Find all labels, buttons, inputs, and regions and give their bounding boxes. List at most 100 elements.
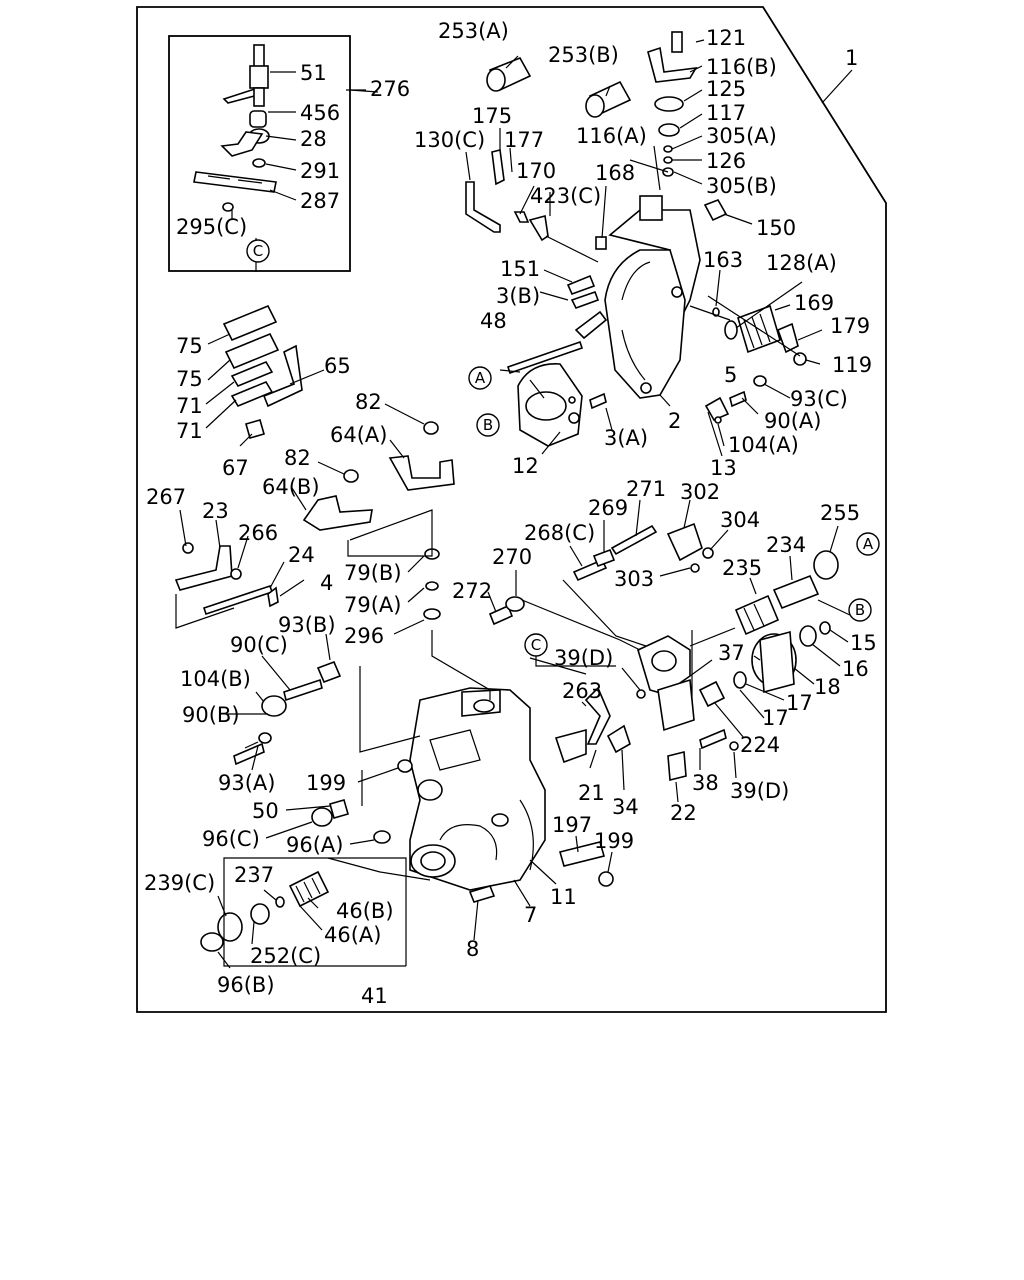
inset-box-276 — [168, 35, 351, 272]
label-305b: 305(B) — [706, 174, 777, 198]
callout-circles: C A B A B C — [246, 239, 880, 657]
label-75b: 75 — [176, 367, 203, 391]
label-75a: 75 — [176, 334, 203, 358]
label-16: 16 — [842, 657, 869, 681]
label-2: 2 — [668, 409, 681, 433]
label-423c: 423(C) — [530, 184, 601, 208]
label-266: 266 — [238, 521, 278, 545]
label-22: 22 — [670, 801, 697, 825]
label-23: 23 — [202, 499, 229, 523]
label-82a: 82 — [355, 390, 382, 414]
label-291: 291 — [300, 159, 340, 183]
callout-a-left: A — [475, 369, 486, 387]
label-67: 67 — [222, 456, 249, 480]
label-252c: 252(C) — [250, 944, 321, 968]
top-parts — [486, 31, 728, 222]
label-199a: 199 — [306, 771, 346, 795]
label-235: 235 — [722, 556, 762, 580]
label-304: 304 — [720, 508, 760, 532]
label-90b: 90(B) — [182, 703, 240, 727]
bracket-130c — [465, 149, 607, 250]
label-90a: 90(A) — [764, 409, 821, 433]
label-15: 15 — [850, 631, 877, 655]
label-305a: 305(A) — [706, 124, 777, 148]
label-253a: 253(A) — [438, 19, 509, 43]
label-39d-lower: 39(D) — [730, 779, 789, 803]
label-48: 48 — [480, 309, 507, 333]
label-151: 151 — [500, 257, 540, 281]
label-18: 18 — [814, 675, 841, 699]
bracket-41 — [223, 857, 407, 967]
label-128a: 128(A) — [766, 251, 837, 275]
label-116b: 116(B) — [706, 55, 777, 79]
governor-housing — [604, 195, 701, 399]
label-163: 163 — [703, 248, 743, 272]
label-28: 28 — [300, 127, 327, 151]
label-104b: 104(B) — [180, 667, 251, 691]
label-234: 234 — [766, 533, 806, 557]
label-82b: 82 — [284, 446, 311, 470]
label-268c: 268(C) — [524, 521, 595, 545]
callout-b-left: B — [483, 416, 493, 434]
connector-lines — [175, 39, 853, 969]
label-255: 255 — [820, 501, 860, 525]
label-179: 179 — [830, 314, 870, 338]
pump-housing — [409, 687, 546, 903]
label-34: 34 — [612, 795, 639, 819]
label-17a: 17 — [762, 706, 789, 730]
label-21: 21 — [578, 781, 605, 805]
label-263: 263 — [562, 679, 602, 703]
label-104a: 104(A) — [728, 433, 799, 457]
label-272: 272 — [452, 579, 492, 603]
label-13: 13 — [710, 456, 737, 480]
label-71a: 71 — [176, 394, 203, 418]
label-121: 121 — [706, 26, 746, 50]
label-117: 117 — [706, 101, 746, 125]
label-270: 270 — [492, 545, 532, 569]
part-labels: 1 253(A) 253(B) 121 116(B) 125 117 116(A… — [144, 19, 877, 1008]
label-287: 287 — [300, 189, 340, 213]
label-46b: 46(B) — [336, 899, 394, 923]
label-46a: 46(A) — [324, 923, 381, 947]
label-12: 12 — [512, 454, 539, 478]
label-24: 24 — [288, 543, 315, 567]
label-296: 296 — [344, 624, 384, 648]
label-269: 269 — [588, 496, 628, 520]
label-96a: 96(A) — [286, 833, 343, 857]
label-93b: 93(B) — [278, 613, 336, 637]
label-79a: 79(A) — [344, 593, 401, 617]
label-71b: 71 — [176, 419, 203, 443]
label-93a: 93(A) — [218, 771, 275, 795]
label-126: 126 — [706, 149, 746, 173]
label-237: 237 — [234, 863, 274, 887]
label-116a: 116(A) — [576, 124, 647, 148]
label-295c: 295(C) — [176, 215, 247, 239]
label-224: 224 — [740, 733, 780, 757]
shaft-48 — [506, 274, 608, 410]
label-41: 41 — [361, 984, 388, 1008]
left-parts — [174, 304, 455, 766]
label-11: 11 — [550, 885, 577, 909]
governor-lever-assembly — [488, 522, 839, 887]
label-5: 5 — [724, 363, 737, 387]
callout-c-lower: C — [531, 636, 541, 654]
label-65: 65 — [324, 354, 351, 378]
label-96c: 96(C) — [202, 827, 260, 851]
label-64b: 64(B) — [262, 475, 320, 499]
label-169: 169 — [794, 291, 834, 315]
label-239c: 239(C) — [144, 871, 215, 895]
label-130c: 130(C) — [414, 128, 485, 152]
label-303: 303 — [614, 567, 654, 591]
inset-parts — [193, 44, 277, 212]
diagram-frame — [136, 6, 887, 1013]
label-199b: 199 — [594, 829, 634, 853]
label-38: 38 — [692, 771, 719, 795]
label-168: 168 — [595, 161, 635, 185]
label-177: 177 — [504, 128, 544, 152]
label-276: 276 — [370, 77, 410, 101]
label-8: 8 — [466, 937, 479, 961]
callout-a-right: A — [863, 535, 874, 553]
flyweight-holder — [517, 363, 583, 447]
label-96b: 96(B) — [217, 973, 275, 997]
